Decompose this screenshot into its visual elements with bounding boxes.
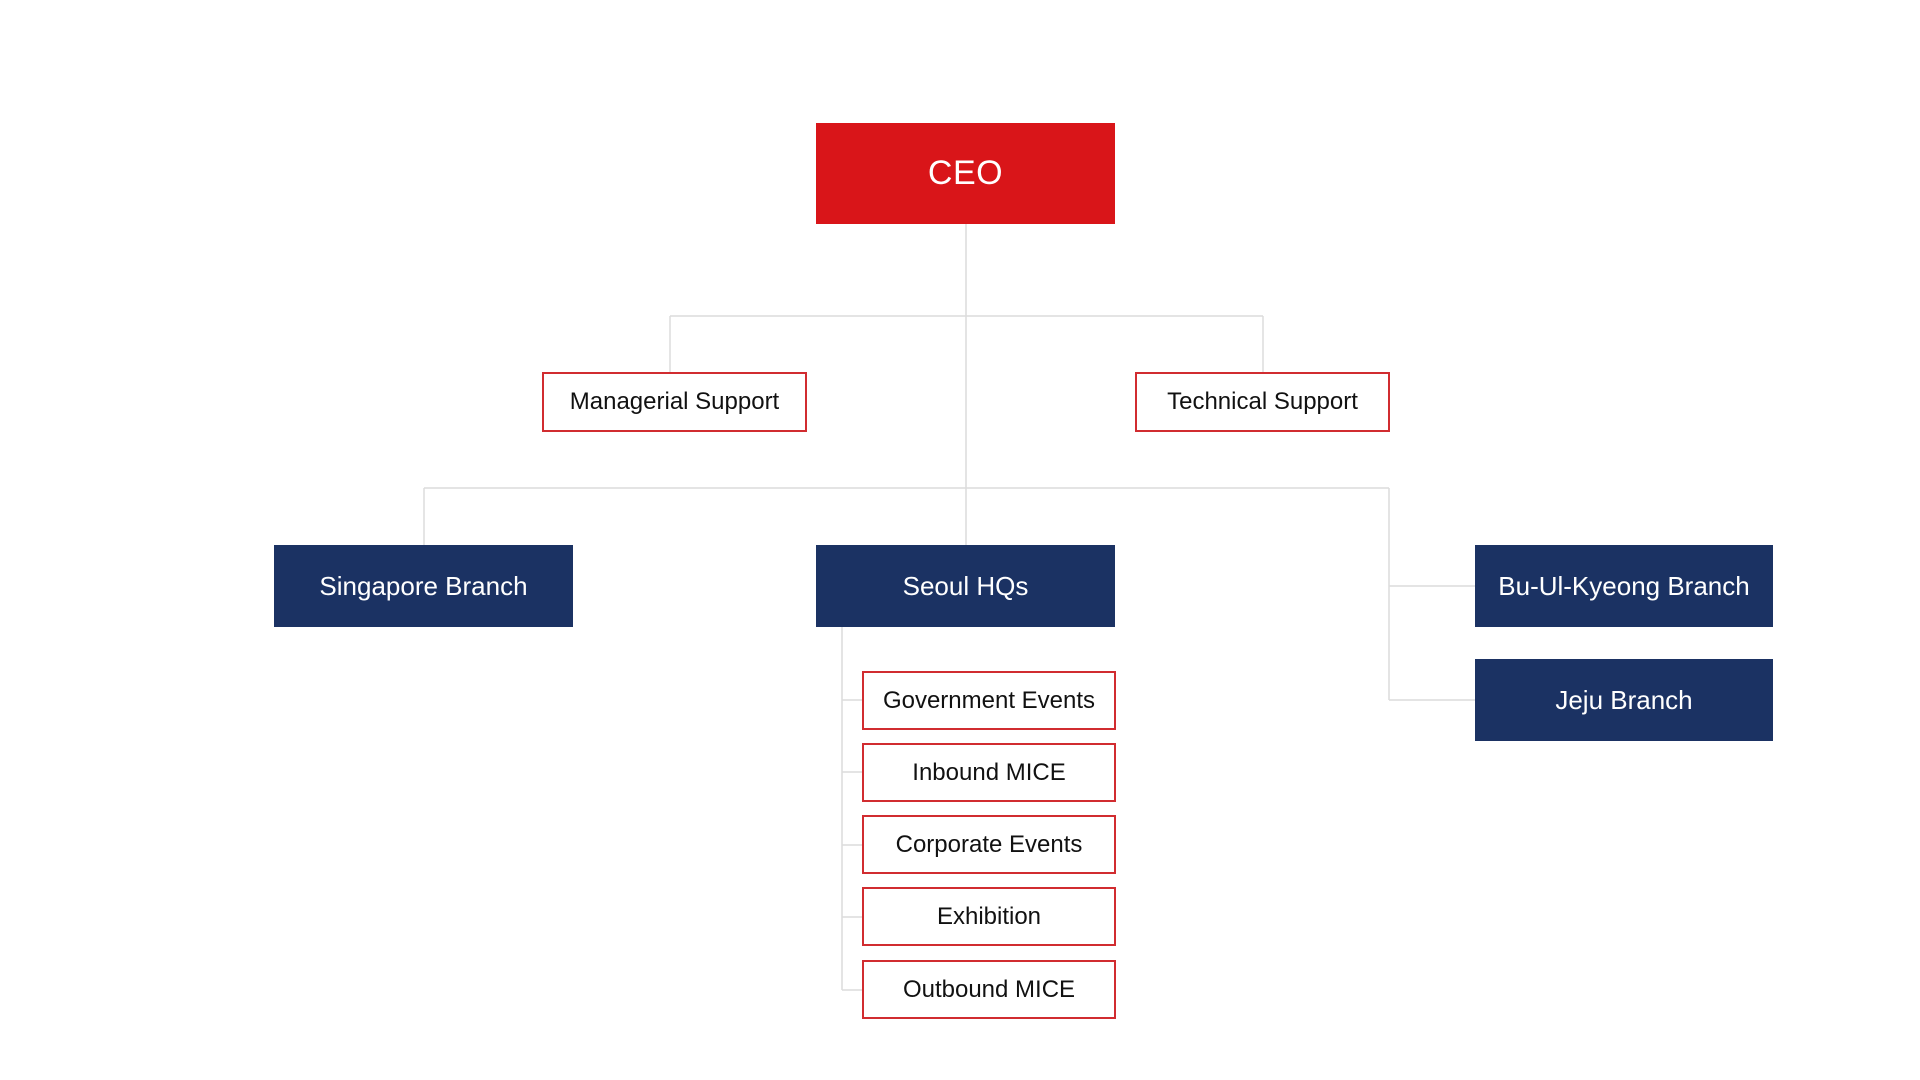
jeju-branch-box: Jeju Branch: [1475, 659, 1773, 741]
bu-ul-kyeong-branch-box: Bu-Ul-Kyeong Branch: [1475, 545, 1773, 627]
managerial-support-box: Managerial Support: [542, 372, 807, 432]
jeju-branch-label: Jeju Branch: [1555, 684, 1693, 715]
technical-support-box: Technical Support: [1135, 372, 1390, 432]
seoul-hqs-box: Seoul HQs: [816, 545, 1115, 627]
managerial-support-label: Managerial Support: [569, 388, 780, 415]
seoul-hqs-label: Seoul HQs: [902, 570, 1029, 601]
dept-government-events-box: Government Events: [862, 671, 1116, 730]
dept-exhibition-box: Exhibition: [862, 887, 1116, 946]
dept-exhibition-label: Exhibition: [936, 902, 1042, 930]
dept-government-events-label: Government Events: [882, 686, 1096, 714]
dept-corporate-events-label: Corporate Events: [895, 830, 1083, 858]
technical-support-label: Technical Support: [1167, 388, 1358, 415]
singapore-branch-label: Singapore Branch: [319, 570, 528, 601]
dept-inbound-mice-label: Inbound MICE: [912, 758, 1066, 786]
ceo-label: CEO: [927, 154, 1004, 192]
dept-inbound-mice-box: Inbound MICE: [862, 743, 1116, 802]
dept-outbound-mice-box: Outbound MICE: [862, 960, 1116, 1019]
dept-corporate-events-box: Corporate Events: [862, 815, 1116, 874]
ceo-box: CEO: [816, 123, 1115, 224]
dept-outbound-mice-label: Outbound MICE: [902, 975, 1076, 1003]
bu-ul-kyeong-branch-label: Bu-Ul-Kyeong Branch: [1498, 570, 1750, 601]
singapore-branch-box: Singapore Branch: [274, 545, 573, 627]
